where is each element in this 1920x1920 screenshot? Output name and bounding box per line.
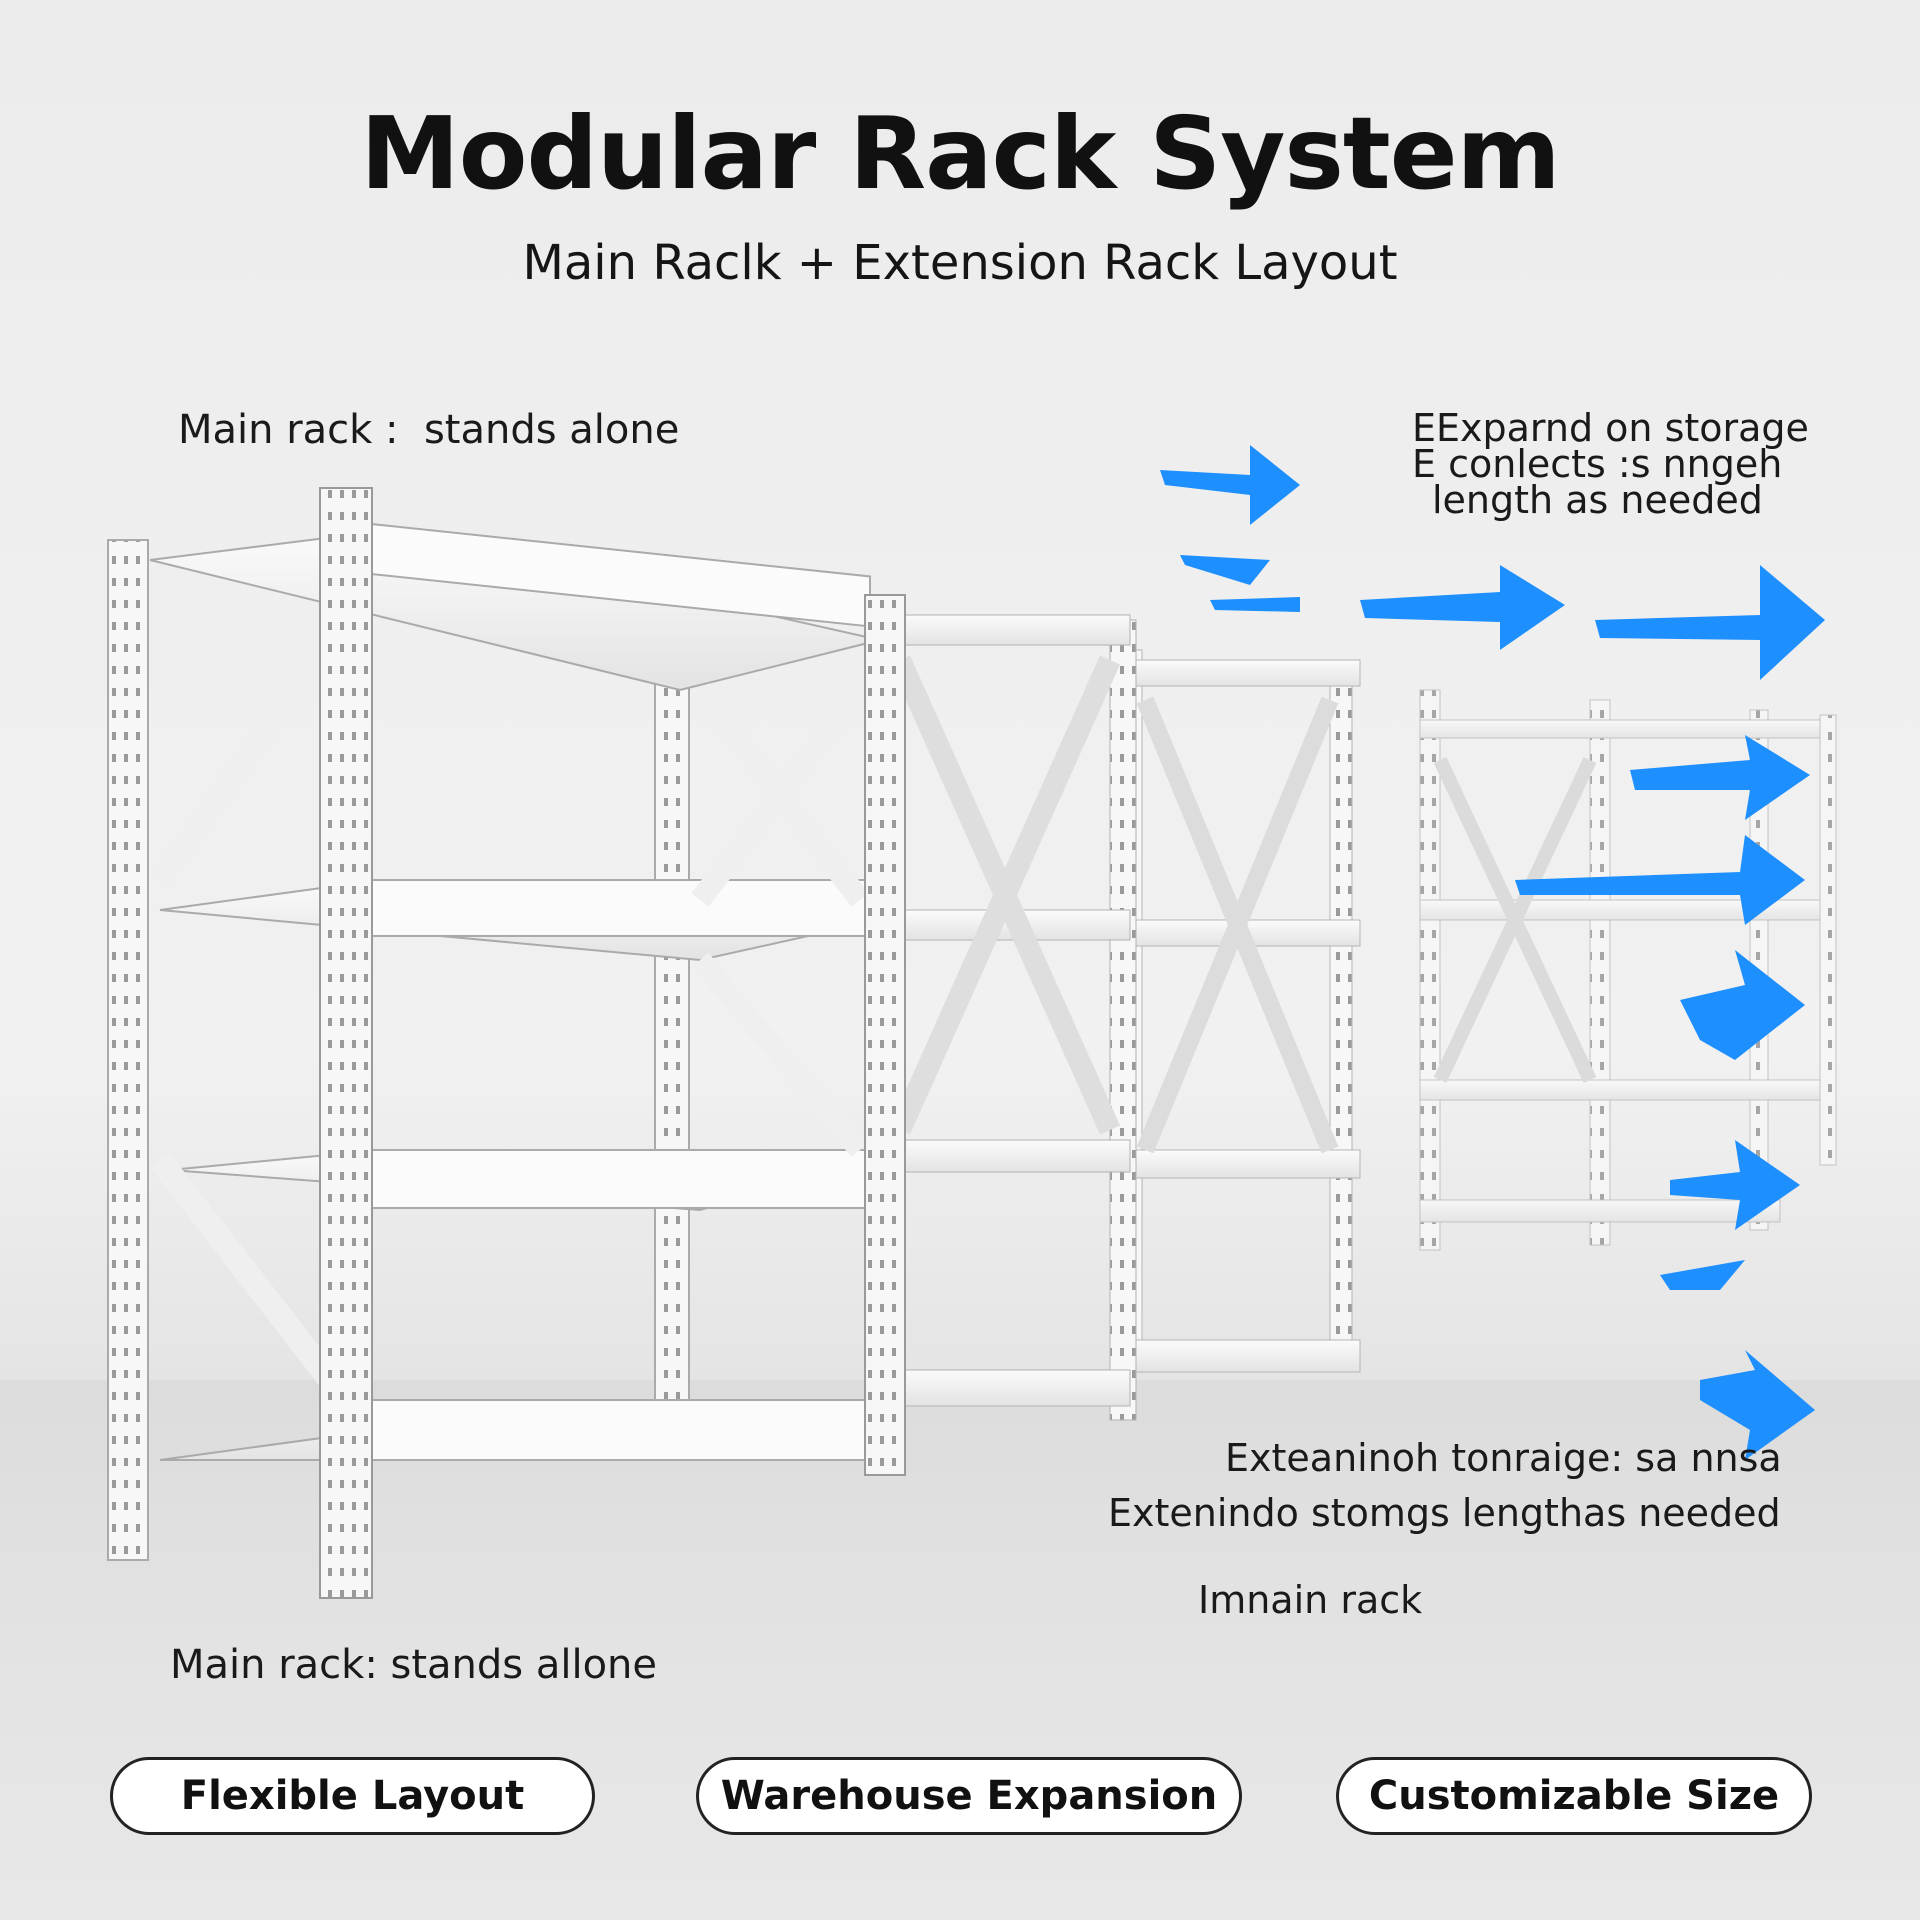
arrow-right-icon <box>1160 445 1825 1460</box>
main-rack-label-right: Imnain rack <box>1198 1578 1423 1622</box>
extension-label-line1: Exteaninoh tonraige: sa nnsa <box>1225 1436 1782 1480</box>
badge-warehouse-expansion: Warehouse Expansion <box>696 1757 1242 1835</box>
main-rack-label-top: Main rack : stands alone <box>178 407 680 453</box>
badge-flexible-layout: Flexible Layout <box>110 1757 595 1835</box>
main-rack <box>107 487 906 1599</box>
extension-rack-3 <box>1419 689 1837 1251</box>
expand-label-line1: EExparnd on storage <box>1412 406 1809 450</box>
badge-customizable-size: Customizable Size <box>1336 1757 1812 1835</box>
page-title: Modular Rack System <box>360 95 1561 212</box>
expand-label-line3: length as needed <box>1432 478 1763 522</box>
page-subtitle: Main Raclk + Extension Rack Layout <box>522 235 1398 291</box>
expand-label-line2: E conlects :s nngeh <box>1412 442 1783 486</box>
extension-label-line2: Extenindo stomgs lengthas needed <box>1108 1491 1781 1535</box>
main-rack-label-bottom: Main rack: stands allone <box>170 1642 658 1688</box>
extension-rack-1 <box>869 599 1137 1431</box>
extension-rack-2 <box>1119 649 1361 1373</box>
